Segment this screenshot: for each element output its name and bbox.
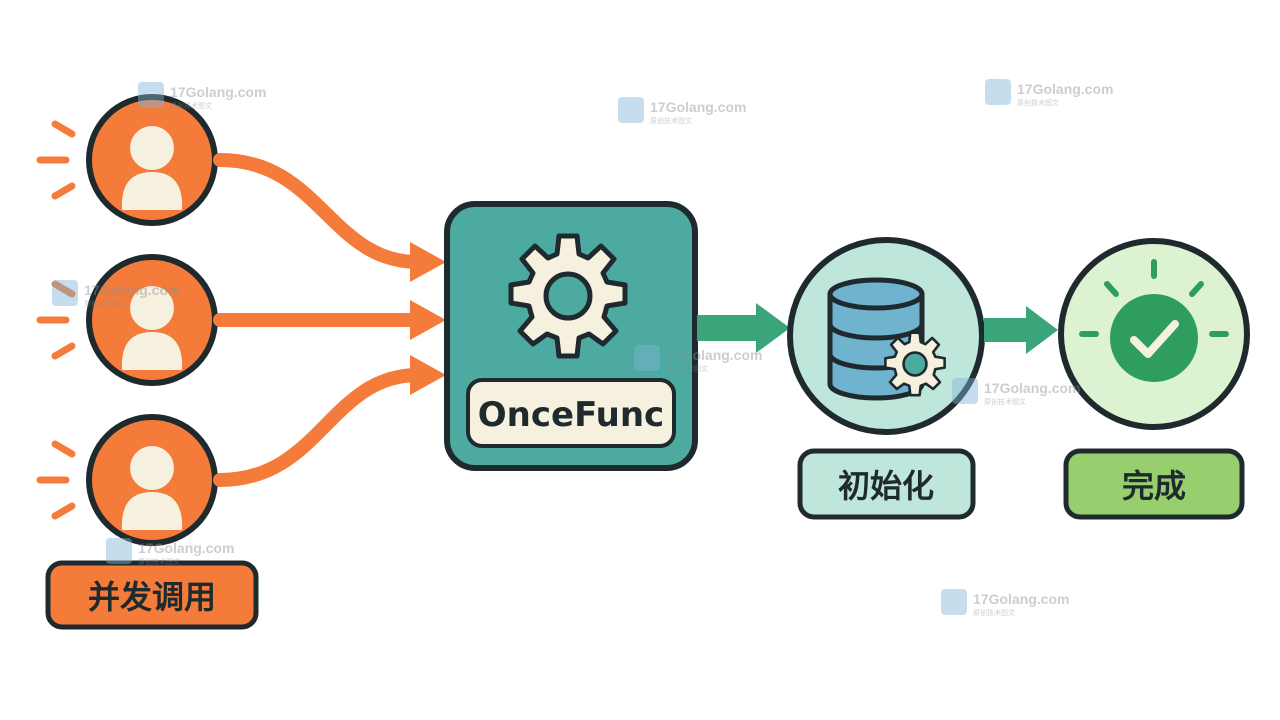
- small-gear-icon: [884, 331, 946, 397]
- motion-lines-icon: [36, 120, 76, 200]
- arrowheads: [410, 242, 446, 395]
- green-arrow-2: [984, 306, 1058, 354]
- watermark: 17Golang.com 原创技术图文: [106, 538, 234, 566]
- arrowhead-1: [410, 242, 446, 282]
- motion-lines-icon: [36, 280, 76, 360]
- caller-group-label: 并发调用: [45, 560, 259, 630]
- user-icon: [121, 286, 183, 370]
- watermark: 17Golang.com 原创技术图文: [618, 97, 746, 125]
- svg-text:17Golang.com: 17Golang.com: [973, 591, 1069, 607]
- watermark: 17Golang.com 原创技术图文: [985, 79, 1113, 107]
- svg-text:原创技术图文: 原创技术图文: [84, 299, 126, 308]
- svg-text:17Golang.com: 17Golang.com: [1017, 81, 1113, 97]
- watermark: 17Golang.com 原创技术图文: [941, 589, 1069, 617]
- caller-user-3: [36, 414, 218, 546]
- caller-arrows: [213, 153, 425, 487]
- oncefunc-text: OnceFunc: [478, 395, 664, 435]
- oncefunc-box: OnceFunc: [444, 201, 698, 471]
- check-circle-icon: [1110, 294, 1198, 382]
- arrow-3: [213, 368, 425, 487]
- svg-text:17Golang.com: 17Golang.com: [666, 347, 762, 363]
- init-node: [787, 237, 985, 435]
- svg-text:原创技术图文: 原创技术图文: [973, 608, 1015, 617]
- svg-text:17Golang.com: 17Golang.com: [650, 99, 746, 115]
- done-node: [1058, 238, 1250, 430]
- user-icon: [121, 126, 183, 210]
- caller-user-2: [36, 254, 218, 386]
- svg-text:原创技术图文: 原创技术图文: [170, 101, 212, 110]
- arrowhead-3: [410, 355, 446, 395]
- svg-text:17Golang.com: 17Golang.com: [984, 380, 1080, 396]
- watermark: 17Golang.com 原创技术图文: [52, 280, 180, 308]
- svg-text:原创技术图文: 原创技术图文: [138, 557, 180, 566]
- caller-group-text: 并发调用: [88, 578, 216, 616]
- arrow-1: [213, 153, 425, 269]
- user-icon: [121, 446, 183, 530]
- gear-icon: [511, 236, 625, 356]
- svg-text:17Golang.com: 17Golang.com: [84, 282, 180, 298]
- done-text: 完成: [1122, 467, 1186, 505]
- svg-text:原创技术图文: 原创技术图文: [650, 116, 692, 125]
- watermark: 17Golang.com 原创技术图文: [952, 378, 1080, 406]
- green-arrow-1: [697, 303, 790, 353]
- watermark: 17Golang.com 原创技术图文: [138, 82, 266, 110]
- svg-text:17Golang.com: 17Golang.com: [138, 540, 234, 556]
- motion-lines-icon: [36, 440, 76, 520]
- init-text: 初始化: [838, 467, 934, 505]
- init-label: 初始化: [797, 448, 976, 520]
- watermarks: 17Golang.com 原创技术图文 17Golang.com 原创技术图文 …: [52, 79, 1113, 617]
- svg-text:17Golang.com: 17Golang.com: [170, 84, 266, 100]
- sparkle-lines-icon: [1079, 259, 1229, 337]
- arrowhead-2: [410, 300, 446, 340]
- watermark: 17Golang.com 原创技术图文: [634, 345, 762, 373]
- caller-user-1: [36, 94, 218, 226]
- done-label: 完成: [1063, 448, 1245, 520]
- svg-text:原创技术图文: 原创技术图文: [1017, 98, 1059, 107]
- svg-text:原创技术图文: 原创技术图文: [984, 397, 1026, 406]
- svg-text:原创技术图文: 原创技术图文: [666, 364, 708, 373]
